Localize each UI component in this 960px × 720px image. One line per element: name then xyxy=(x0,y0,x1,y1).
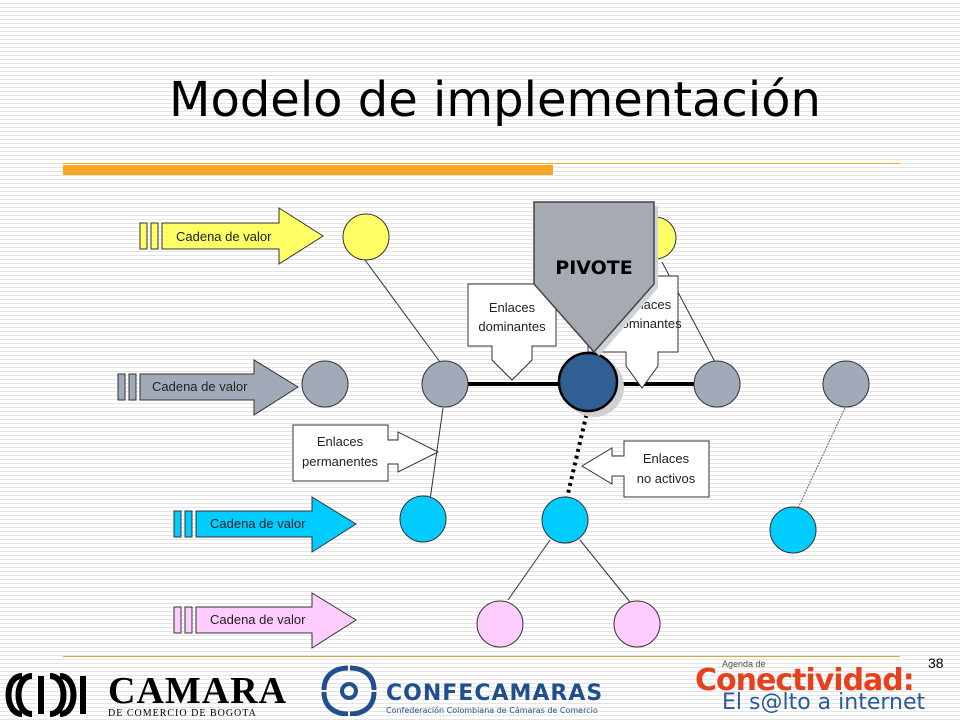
node-cyan-2 xyxy=(541,496,589,544)
agenda-label: Agenda de xyxy=(722,659,766,669)
node-cyan-3 xyxy=(769,506,817,554)
callout-dominantes-left: Enlaces dominantes xyxy=(467,283,557,381)
pivote-label: PIVOTE xyxy=(555,257,632,279)
title-underline xyxy=(63,163,900,164)
node-gray-4 xyxy=(822,360,870,408)
page-number: 38 xyxy=(928,655,944,671)
cadena-arrow-2: Cadena de valor xyxy=(117,359,299,416)
callout-permanentes-line1: Enlaces xyxy=(317,434,364,449)
node-pink-1 xyxy=(476,600,524,648)
title-accent-bar xyxy=(63,165,553,175)
pivote-marker: PIVOTE xyxy=(533,201,658,356)
link-cyan-pink-right xyxy=(579,539,631,603)
callout-no-activos-line1: Enlaces xyxy=(643,451,690,466)
node-gray-2 xyxy=(421,360,469,408)
confecamaras-name: CONFECAMARAS xyxy=(386,681,604,706)
salto-internet-logo: El s@lto a internet xyxy=(722,690,926,715)
cadena-label-2: Cadena de valor xyxy=(152,379,248,394)
confecamaras-logo-icon xyxy=(321,665,377,716)
callout-permanentes: Enlaces permanentes xyxy=(292,424,440,482)
callout-dominantes-left-line1: Enlaces xyxy=(489,300,536,315)
camara-subtitle: DE COMERCIO DE BOGOTA xyxy=(108,708,257,719)
node-gray-3 xyxy=(693,360,741,408)
cadena-arrow-3: Cadena de valor xyxy=(173,496,357,553)
confecamaras-subtitle: Confederación Colombiana de Cámaras de C… xyxy=(386,706,598,715)
node-yellow-1 xyxy=(342,213,390,261)
callout-no-activos-line2: no activos xyxy=(637,471,696,486)
cadena-label-1: Cadena de valor xyxy=(176,229,272,244)
footer-divider xyxy=(63,656,900,657)
callout-dominantes-right-line2: dominantes xyxy=(614,316,682,331)
pivote-shape xyxy=(533,201,655,354)
callout-permanentes-line2: permanentes xyxy=(302,454,378,469)
cadena-arrow-1: Cadena de valor xyxy=(139,207,324,265)
callout-no-activos: Enlaces no activos xyxy=(581,440,710,498)
link-gray-cyan-right xyxy=(797,407,846,509)
inactive-link xyxy=(565,407,590,499)
implementation-diagram: Cadena de valor Cadena de valor Cadena d… xyxy=(117,201,870,649)
cadena-arrow-4: Cadena de valor xyxy=(173,592,357,649)
slide-title: Modelo de implementación xyxy=(169,72,821,128)
link-yellow-gray xyxy=(364,259,441,363)
conectividad-logo: Conectividad: xyxy=(695,663,915,698)
node-cyan-1 xyxy=(399,495,447,543)
link-gray-cyan xyxy=(429,407,444,501)
cadena-label-3: Cadena de valor xyxy=(210,516,306,531)
cadena-label-4: Cadena de valor xyxy=(210,612,306,627)
node-gray-1 xyxy=(301,360,349,408)
callout-dominantes-left-line2: dominantes xyxy=(478,319,546,334)
camara-logo-icon xyxy=(5,673,86,717)
node-pink-2 xyxy=(613,600,661,648)
link-cyan-pink-left xyxy=(507,539,551,601)
camara-name: CAMARA xyxy=(108,670,288,712)
node-pivot xyxy=(557,351,619,413)
